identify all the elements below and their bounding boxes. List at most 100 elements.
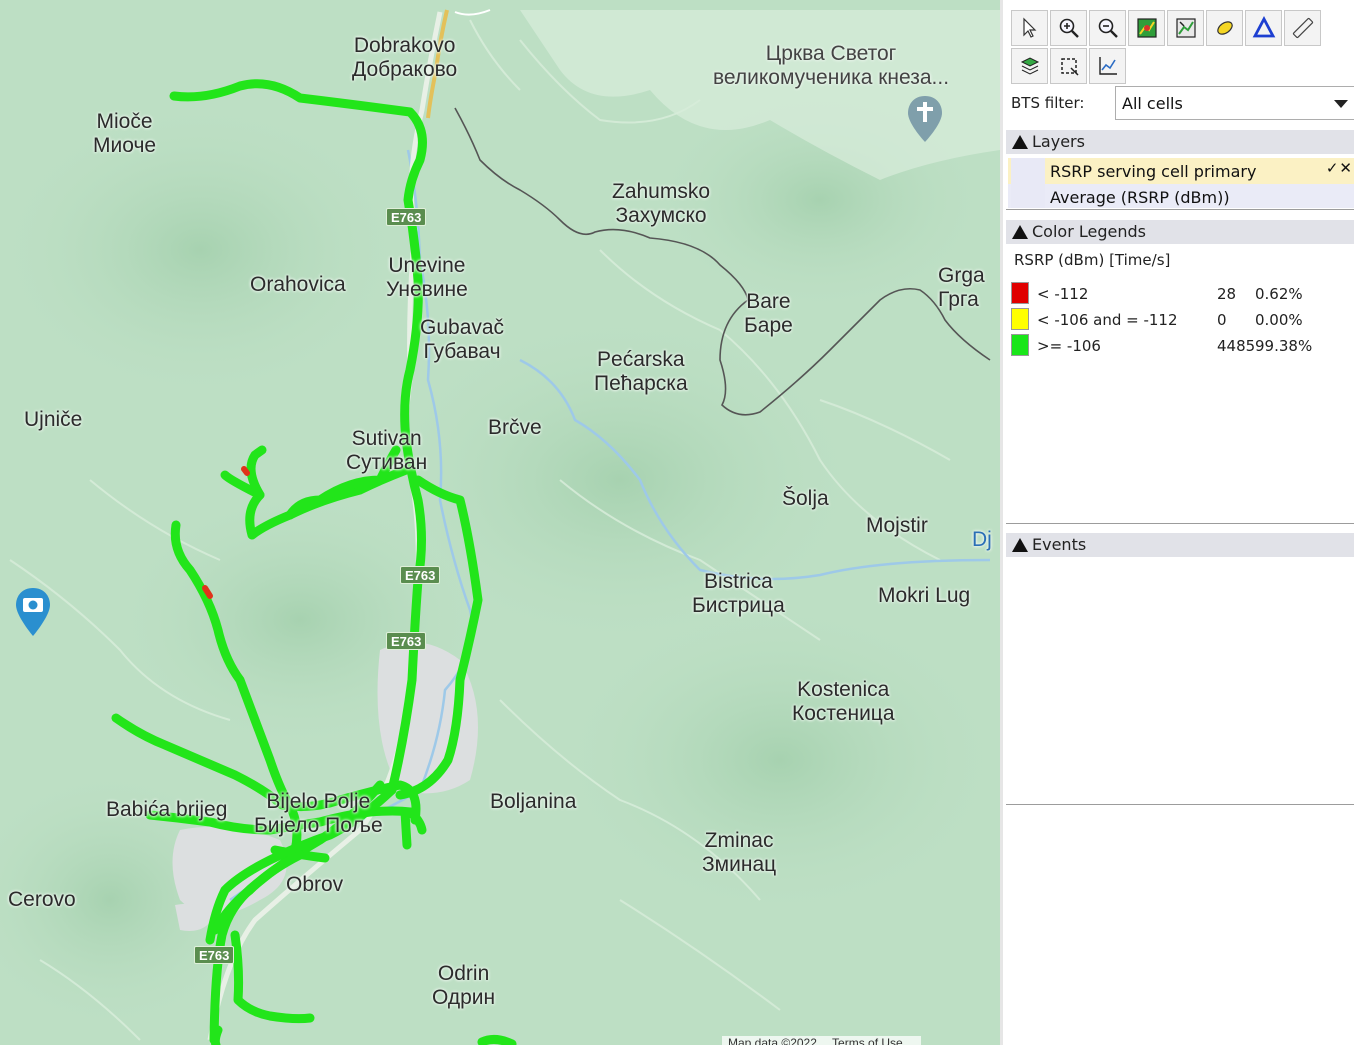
place-dobrakovo: Dobrakovo Добраково [352, 34, 457, 82]
legend-label: >= -106 [1037, 337, 1101, 355]
select-area-icon [1060, 58, 1079, 76]
place-bistrica: Bistrica Бистрица [692, 570, 785, 618]
collapse-triangle-icon [1012, 538, 1028, 552]
place-dj: Dj [972, 528, 992, 552]
place-label: Bare [746, 290, 791, 313]
place-gubavac: Gubavač Губавач [420, 316, 504, 364]
color-legends-section-header[interactable]: Color Legends [1006, 220, 1354, 244]
drive-test-track [111, 79, 517, 1045]
place-label: Миоче [93, 134, 157, 157]
ruler-button[interactable] [1284, 10, 1321, 46]
place-label: Бијело Поље [254, 814, 383, 837]
zoom-out-button[interactable] [1089, 10, 1126, 46]
place-brcve: Brčve [488, 416, 542, 440]
place-ujnice: Ujniče [24, 408, 82, 432]
pan-icon [1216, 21, 1233, 35]
legend-row: < -112 28 0.62% [1011, 282, 1351, 306]
place-label: Сутиван [346, 451, 428, 474]
place-cerovo: Cerovo [8, 888, 76, 912]
layer-item-rsrp-primary[interactable]: RSRP serving cell primary ✓✕ [1008, 158, 1354, 184]
place-label: Уневине [386, 278, 468, 301]
place-label: Костеница [792, 702, 895, 725]
legend-swatch-yellow [1011, 308, 1029, 330]
select-area-button[interactable] [1050, 48, 1087, 84]
legend-percent: 0.62% [1255, 285, 1303, 303]
map-view[interactable]: Dobrakovo Добраково Црква Светог великом… [0, 0, 1000, 1045]
place-label: Mojstir [866, 514, 928, 537]
toolbar-row-1 [1011, 10, 1321, 48]
place-label: Odrin [437, 962, 490, 985]
divider [1006, 804, 1354, 805]
bts-filter-label: BTS filter: [1011, 94, 1085, 112]
place-label: Губавач [423, 340, 501, 363]
side-panel: BTS filter: All cells Layers RSRP servin… [1000, 0, 1354, 1045]
layer-label: Average (RSRP (dBm)) [1050, 188, 1230, 207]
chart-button[interactable] [1089, 48, 1126, 84]
legend-count: 0 [1217, 311, 1227, 329]
legend-percent: 99.38% [1255, 337, 1313, 355]
place-label: Grga [938, 264, 985, 287]
place-label: Mokri Lug [878, 584, 971, 607]
place-kostenica: Kostenica Костеница [792, 678, 895, 726]
triangle-icon [1252, 16, 1275, 38]
place-zminac: Zminac Зминац [702, 829, 776, 877]
terms-link[interactable]: Terms of Use [832, 1036, 903, 1045]
pointer-tool-button[interactable] [1011, 10, 1048, 46]
place-label: Šolja [782, 487, 829, 510]
place-label: Zahumsko [612, 180, 711, 203]
layer-visibility-close-icon[interactable]: ✓✕ [1325, 159, 1353, 177]
place-orahovica: Orahovica [250, 273, 346, 297]
place-label: Orahovica [250, 273, 346, 296]
place-solja: Šolja [782, 487, 829, 511]
bts-filter-select[interactable]: All cells [1115, 86, 1354, 120]
zoom-in-icon [1059, 18, 1079, 38]
map-layer-icon [1175, 18, 1196, 38]
camera-pin-icon[interactable] [14, 586, 52, 642]
collapse-triangle-icon [1012, 135, 1028, 149]
place-sutivan: Sutivan Сутиван [346, 427, 427, 475]
zoom-extent-button[interactable] [1128, 10, 1165, 46]
place-mojstir: Mojstir [866, 514, 928, 538]
layer-item-average[interactable]: Average (RSRP (dBm)) [1008, 184, 1354, 208]
place-zahumsko: Zahumsko Захумско [612, 180, 710, 228]
place-label: Pećarska [597, 348, 685, 371]
place-label: Boljanina [490, 790, 577, 813]
place-label: Unevine [388, 254, 466, 277]
map-extent-icon [1136, 18, 1157, 38]
place-obrov: Obrov [286, 873, 343, 897]
place-label: Ujniče [24, 408, 83, 431]
place-label: Zminac [704, 829, 774, 852]
layer-settings-button[interactable] [1011, 48, 1048, 84]
place-label: Црква Светог [765, 42, 897, 65]
pointer-icon [1022, 17, 1036, 38]
place-label: Sutivan [351, 427, 422, 450]
bts-button[interactable] [1245, 10, 1282, 46]
place-label: Cerovo [8, 888, 76, 911]
place-unevine: Unevine Уневине [386, 254, 468, 302]
bts-filter-value: All cells [1122, 94, 1183, 113]
place-label: Одрин [432, 986, 496, 1009]
legend-subtitle: RSRP (dBm) [Time/s] [1014, 251, 1171, 269]
place-label: Obrov [286, 873, 344, 896]
place-label: Bijelo Polje [266, 790, 371, 813]
church-pin-icon[interactable] [906, 94, 944, 148]
place-label: Пећарска [594, 372, 688, 395]
layers-section-header[interactable]: Layers [1006, 130, 1354, 154]
road-shield: E763 [194, 946, 235, 964]
zoom-layer-button[interactable] [1167, 10, 1204, 46]
pan-button[interactable] [1206, 10, 1243, 46]
events-section-header[interactable]: Events [1006, 533, 1354, 557]
place-label: Добраково [352, 58, 458, 81]
map-terrain [0, 9, 1000, 1041]
place-label: Dobrakovo [353, 34, 456, 57]
events-title: Events [1032, 535, 1087, 554]
place-label: великомученика кнеза... [712, 66, 950, 89]
color-legends-title: Color Legends [1032, 222, 1146, 241]
zoom-in-button[interactable] [1050, 10, 1087, 46]
toolbar-row-2 [1011, 48, 1126, 86]
bts-filter-row: BTS filter: All cells [1011, 86, 1354, 122]
place-label: Dj [972, 528, 992, 551]
chart-icon [1098, 57, 1117, 75]
map-data-attribution: Map data ©2022 [728, 1036, 817, 1045]
place-boljanina: Boljanina [490, 790, 576, 814]
